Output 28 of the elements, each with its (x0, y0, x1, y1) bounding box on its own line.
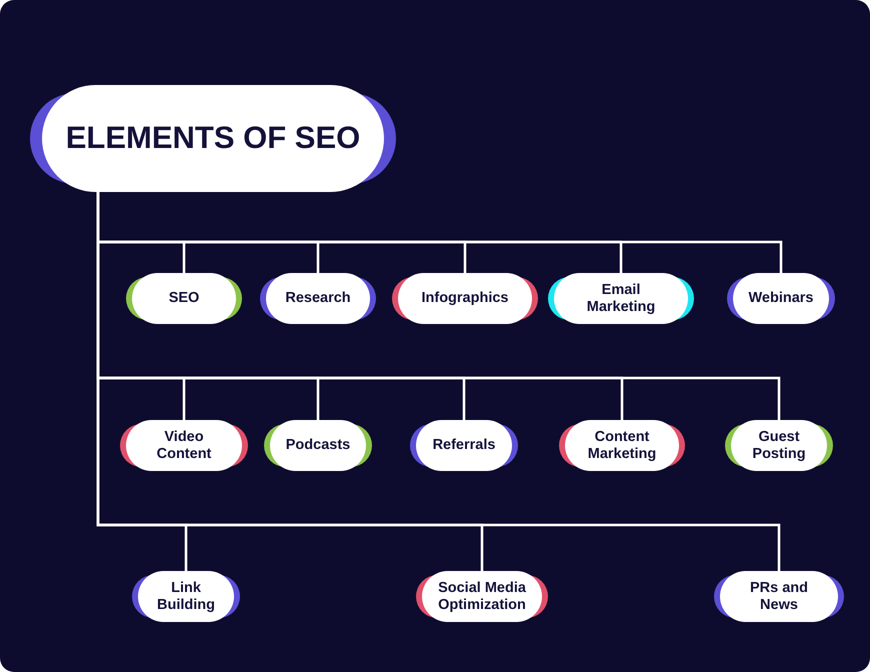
topic-label: Webinars (748, 290, 814, 307)
topic-pill (731, 420, 827, 471)
topic-pill (416, 420, 512, 471)
topic-pill (126, 420, 242, 471)
topic-pill (270, 420, 366, 471)
title-pill (42, 85, 384, 192)
topic-label: PRs and News (748, 580, 809, 614)
topic-label: Content Marketing (586, 428, 658, 462)
topic-label: Guest Posting (751, 428, 807, 462)
topic-pill (733, 273, 829, 324)
topic-label: Email Marketing (586, 282, 656, 316)
topic-pill (398, 273, 532, 324)
topic-label: Infographics (421, 290, 508, 307)
topic-label: Link Building (156, 580, 216, 614)
topic-label: Social Media Optimization (437, 580, 527, 614)
topic-pill (266, 273, 370, 324)
topic-pill (720, 571, 838, 622)
topic-pill (132, 273, 236, 324)
topic-label: SEO (168, 290, 200, 307)
topic-label: Referrals (432, 437, 496, 454)
topic-pill (138, 571, 234, 622)
topic-pill (422, 571, 542, 622)
topic-label: Video Content (156, 428, 212, 462)
topic-pill (565, 420, 679, 471)
title-text: ELEMENTS OF SEO (66, 119, 360, 158)
topic-label: Podcasts (286, 437, 350, 454)
topic-label: Research (285, 290, 351, 307)
topic-pill (554, 273, 688, 324)
